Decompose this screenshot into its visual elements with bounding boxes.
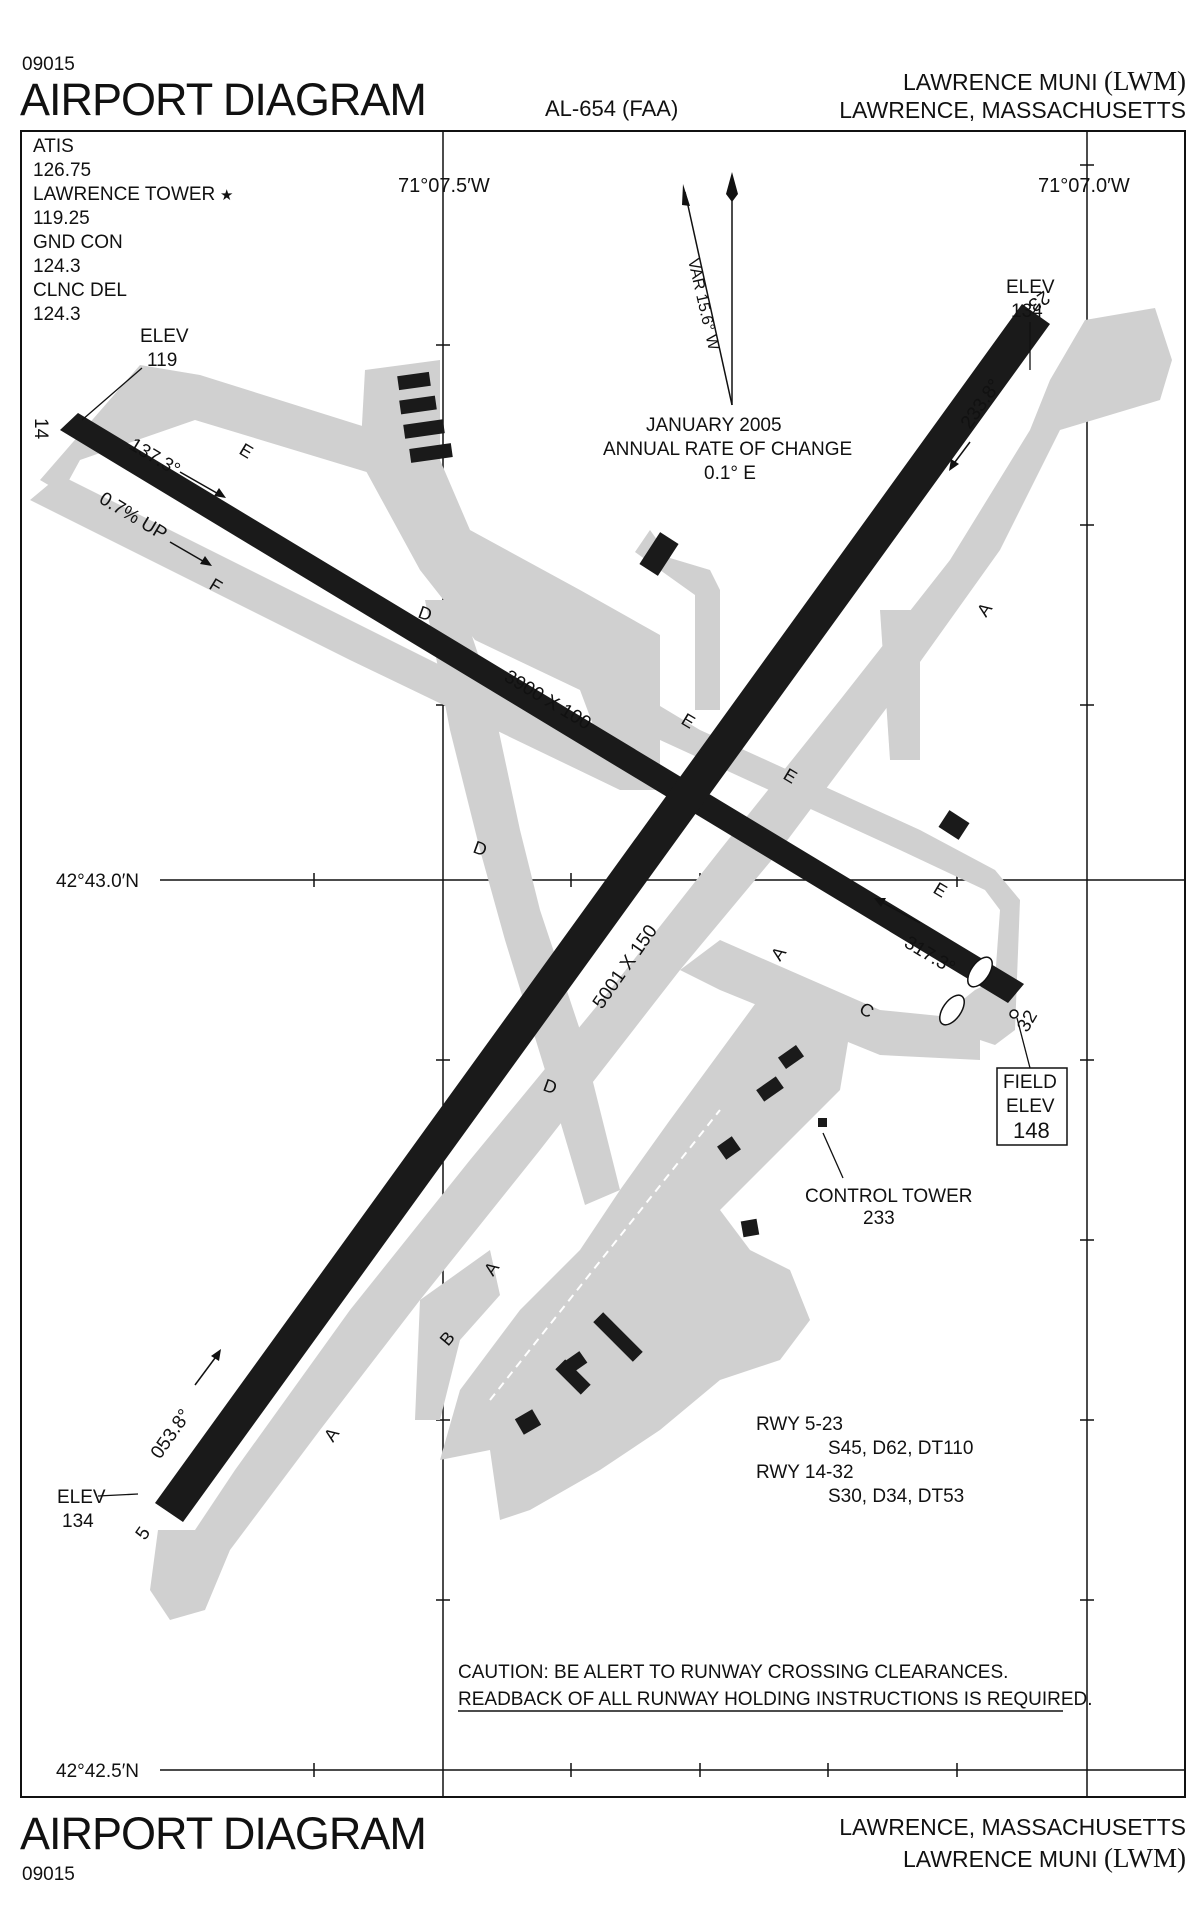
wind-cone-icon bbox=[967, 956, 993, 988]
arrow-317-icon bbox=[874, 898, 886, 907]
taxiway-label-a1: A bbox=[973, 599, 996, 620]
freq-atis-value: 126.75 bbox=[33, 160, 91, 181]
airport-name-top: LAWRENCE MUNI (LWM) bbox=[903, 66, 1186, 97]
taxiway-label-e4: E bbox=[930, 878, 951, 901]
freq-clnc-label: CLNC DEL bbox=[33, 280, 127, 301]
title-bottom: AIRPORT DIAGRAM bbox=[20, 1808, 427, 1859]
control-tower-leader bbox=[822, 1132, 844, 1179]
strength-rwy1-values: S45, D62, DT110 bbox=[828, 1438, 973, 1459]
field-elev-box bbox=[996, 1067, 1068, 1146]
diagram-border bbox=[20, 130, 1186, 1798]
north-apron bbox=[360, 360, 660, 770]
magvar-rate: ANNUAL RATE OF CHANGE bbox=[603, 439, 852, 460]
airport-name-footer: LAWRENCE MUNI bbox=[902, 1846, 1098, 1872]
taxiway-network bbox=[30, 308, 1172, 1620]
control-tower-value: 233 bbox=[863, 1208, 895, 1229]
apron-divider bbox=[489, 1109, 721, 1401]
elev14-value: 119 bbox=[147, 350, 177, 371]
caution-line1: CAUTION: BE ALERT TO RUNWAY CROSSING CLE… bbox=[458, 1662, 1008, 1683]
runway-end-5: 5 bbox=[132, 1523, 155, 1544]
taxiway-e-nw bbox=[40, 365, 440, 493]
magvar-date: JANUARY 2005 bbox=[646, 415, 782, 436]
buildings bbox=[397, 371, 970, 1435]
freq-clnc-value: 124.3 bbox=[33, 304, 81, 325]
chart-code-bottom: 09015 bbox=[22, 1864, 75, 1885]
elev23-label: ELEV bbox=[1006, 277, 1055, 298]
runway-strength: RWY 5-23 S45, D62, DT110 RWY 14-32 S30, … bbox=[756, 1414, 973, 1507]
true-north-icon bbox=[726, 172, 738, 202]
lat-bottom-label: 42°42.5′N bbox=[56, 1761, 139, 1782]
wind-cone-icon-2 bbox=[939, 994, 965, 1026]
field-elev-leader bbox=[1016, 1017, 1031, 1069]
taxiway-c bbox=[680, 940, 980, 1060]
freq-tower-label: LAWRENCE TOWER bbox=[33, 184, 215, 205]
north-hangar-taxiway bbox=[635, 530, 720, 710]
strength-rwy1: RWY 5-23 bbox=[756, 1414, 843, 1435]
field-elev-line1: FIELD bbox=[1003, 1072, 1057, 1093]
arrow-137-icon bbox=[214, 488, 226, 498]
magvar-change: 0.1° E bbox=[704, 463, 756, 484]
freq-gnd-label: GND CON bbox=[33, 232, 123, 253]
airport-name-bottom: LAWRENCE MUNI (LWM) bbox=[903, 1843, 1186, 1874]
magnetic-north-icon bbox=[682, 184, 690, 206]
arrow-053-icon bbox=[211, 1349, 221, 1361]
tower-star-icon: ★ bbox=[220, 187, 233, 204]
chart-number: AL-654 (FAA) bbox=[545, 96, 679, 121]
elev23-value: 134 bbox=[1011, 301, 1043, 322]
runway-end-14: 14 bbox=[30, 418, 51, 440]
freq-gnd-value: 124.3 bbox=[33, 256, 81, 277]
airport-id-footer: (LWM) bbox=[1104, 1843, 1186, 1873]
elev5-value: 134 bbox=[62, 1511, 94, 1532]
elev5-leader bbox=[97, 1493, 139, 1497]
taxiway-label-d3: D bbox=[541, 1075, 560, 1098]
title-top: AIRPORT DIAGRAM bbox=[20, 74, 427, 125]
chart-code-top: 09015 bbox=[22, 54, 75, 75]
freq-atis-label: ATIS bbox=[33, 136, 74, 157]
runway-14-32 bbox=[60, 413, 1024, 1003]
strength-rwy2: RWY 14-32 bbox=[756, 1462, 854, 1483]
airport-diagram: 71°07.5′W 71°07.0′W 42°43.0′N 42°42.5′N … bbox=[20, 130, 1186, 1798]
taxiway-label-d2: D bbox=[471, 837, 490, 860]
field-elev-point bbox=[1009, 1009, 1019, 1019]
arrow-grade-icon bbox=[200, 556, 212, 566]
field-elev-value: 148 bbox=[1013, 1118, 1050, 1143]
magvar-label: VAR 15.6° W bbox=[684, 257, 722, 353]
frequency-box: ATIS 126.75 LAWRENCE TOWER ★ 119.25 GND … bbox=[33, 136, 233, 325]
taxiway-label-a4: A bbox=[320, 1424, 343, 1445]
magnetic-north-line bbox=[684, 191, 733, 406]
taxiway-label-d1: D bbox=[416, 602, 435, 625]
lat-mid-label: 42°43.0′N bbox=[56, 871, 139, 892]
taxiway-label-e1: E bbox=[236, 439, 257, 462]
strength-rwy2-values: S30, D34, DT53 bbox=[828, 1486, 964, 1507]
taxiway-f bbox=[30, 475, 660, 790]
city-state-bottom: LAWRENCE, MASSACHUSETTS bbox=[839, 1814, 1186, 1840]
elev14-leader bbox=[81, 367, 143, 421]
taxiway-a-connector bbox=[880, 610, 920, 760]
heading-053: 053.8° bbox=[147, 1406, 196, 1463]
taxiway-e-east bbox=[650, 700, 1020, 1045]
airport-id: (LWM) bbox=[1104, 66, 1186, 96]
arrow-233-icon bbox=[949, 459, 959, 471]
field-elev-line2: ELEV bbox=[1006, 1096, 1055, 1117]
taxiway-label-a2: A bbox=[767, 943, 790, 964]
freq-tower-value: 119.25 bbox=[33, 208, 90, 229]
city-state-top: LAWRENCE, MASSACHUSETTS bbox=[839, 97, 1186, 123]
magnetic-variation: VAR 15.6° W JANUARY 2005 ANNUAL RATE OF … bbox=[603, 172, 852, 484]
elev5-label: ELEV bbox=[57, 1487, 106, 1508]
taxiway-b bbox=[415, 1250, 500, 1420]
south-apron bbox=[440, 970, 850, 1520]
airport-name: LAWRENCE MUNI bbox=[902, 69, 1098, 95]
elev14-label: ELEV bbox=[140, 326, 189, 347]
runway-5-23 bbox=[155, 304, 1050, 1522]
lon-right-label: 71°07.0′W bbox=[1038, 175, 1130, 197]
control-tower-label: CONTROL TOWER bbox=[805, 1186, 973, 1207]
caution-line2: READBACK OF ALL RUNWAY HOLDING INSTRUCTI… bbox=[458, 1689, 1093, 1710]
lon-left-label: 71°07.5′W bbox=[398, 175, 490, 197]
